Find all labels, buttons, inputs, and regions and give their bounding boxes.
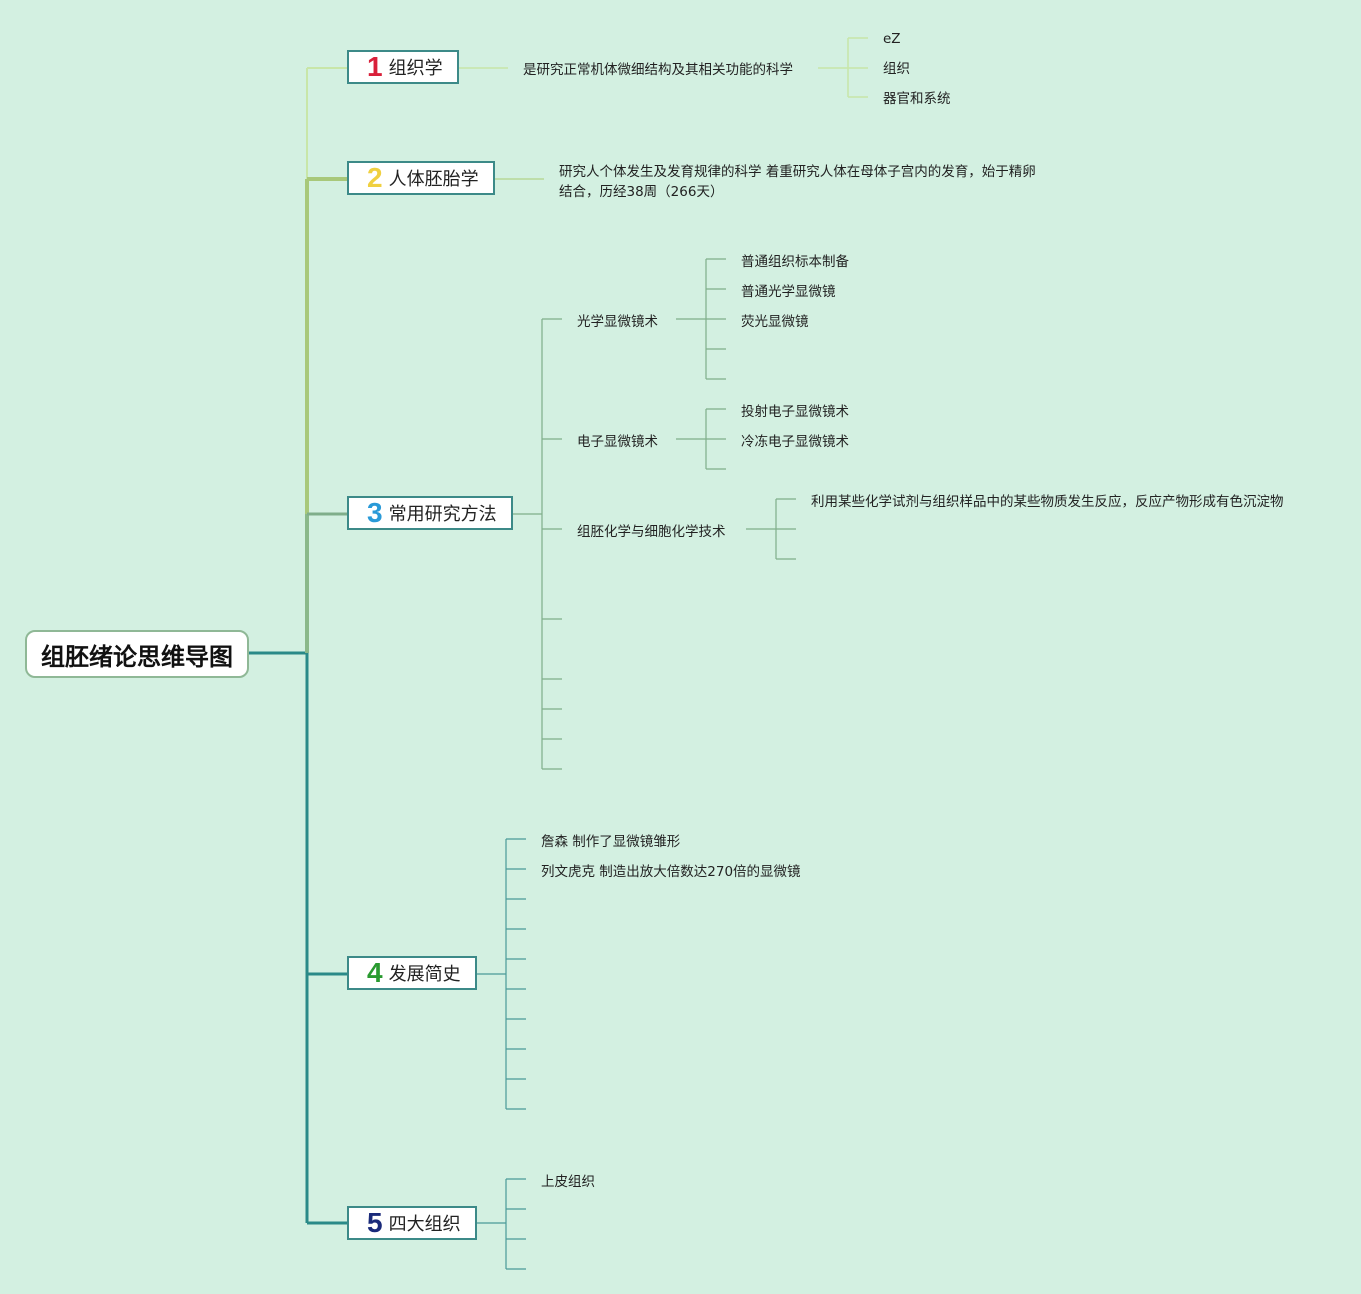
list-item[interactable]: 冷冻电子显微镜术 <box>741 434 849 450</box>
topic-label: 组织学 <box>388 58 443 79</box>
number-badge: 5 <box>367 1207 383 1238</box>
histochemistry[interactable]: 组胚化学与细胞化学技术 <box>577 524 726 540</box>
list-item[interactable]: 普通组织标本制备 <box>741 254 849 270</box>
topic-label: 四大组织 <box>388 1214 461 1235</box>
number-badge: 4 <box>367 957 383 988</box>
topic-embryology[interactable]: 2 人体胚胎学 <box>347 161 495 195</box>
topic-methods[interactable]: 3 常用研究方法 <box>347 496 513 530</box>
number-badge: 1 <box>367 51 383 82</box>
optical-microscopy[interactable]: 光学显微镜术 <box>577 314 658 330</box>
topic-label: 常用研究方法 <box>388 504 497 525</box>
topic-label: 人体胚胎学 <box>388 169 479 190</box>
histology-definition[interactable]: 是研究正常机体微细结构及其相关功能的科学 <box>523 62 793 78</box>
level-item[interactable]: 器官和系统 <box>883 91 951 107</box>
topic-label: 发展简史 <box>388 964 461 985</box>
level-item[interactable]: 组织 <box>883 61 910 77</box>
embryology-definition-line1[interactable]: 研究人个体发生及发育规律的科学 着重研究人体在母体子宫内的发育，始于精卵 <box>559 164 1036 180</box>
electron-microscopy[interactable]: 电子显微镜术 <box>577 434 658 450</box>
embryology-definition-line2[interactable]: 结合，历经38周（266天） <box>559 184 724 200</box>
tissue-item[interactable]: 上皮组织 <box>541 1174 595 1190</box>
list-item[interactable]: 普通光学显微镜 <box>741 284 836 300</box>
topic-four-tissues[interactable]: 5 四大组织 <box>347 1206 477 1240</box>
number-badge: 3 <box>367 497 383 528</box>
list-item[interactable]: 投射电子显微镜术 <box>741 404 849 420</box>
level-item[interactable]: eZ <box>883 31 901 47</box>
history-item[interactable]: 詹森 制作了显微镜雏形 <box>541 834 681 850</box>
list-item[interactable]: 利用某些化学试剂与组织样品中的某些物质发生反应，反应产物形成有色沉淀物 <box>811 494 1284 510</box>
topic-histology[interactable]: 1 组织学 <box>347 50 459 84</box>
list-item[interactable]: 荧光显微镜 <box>741 314 809 330</box>
topic-history[interactable]: 4 发展简史 <box>347 956 477 990</box>
history-item[interactable]: 列文虎克 制造出放大倍数达270倍的显微镜 <box>541 864 801 880</box>
number-badge: 2 <box>367 162 383 193</box>
root-node[interactable]: 组胚绪论思维导图 <box>25 630 249 678</box>
